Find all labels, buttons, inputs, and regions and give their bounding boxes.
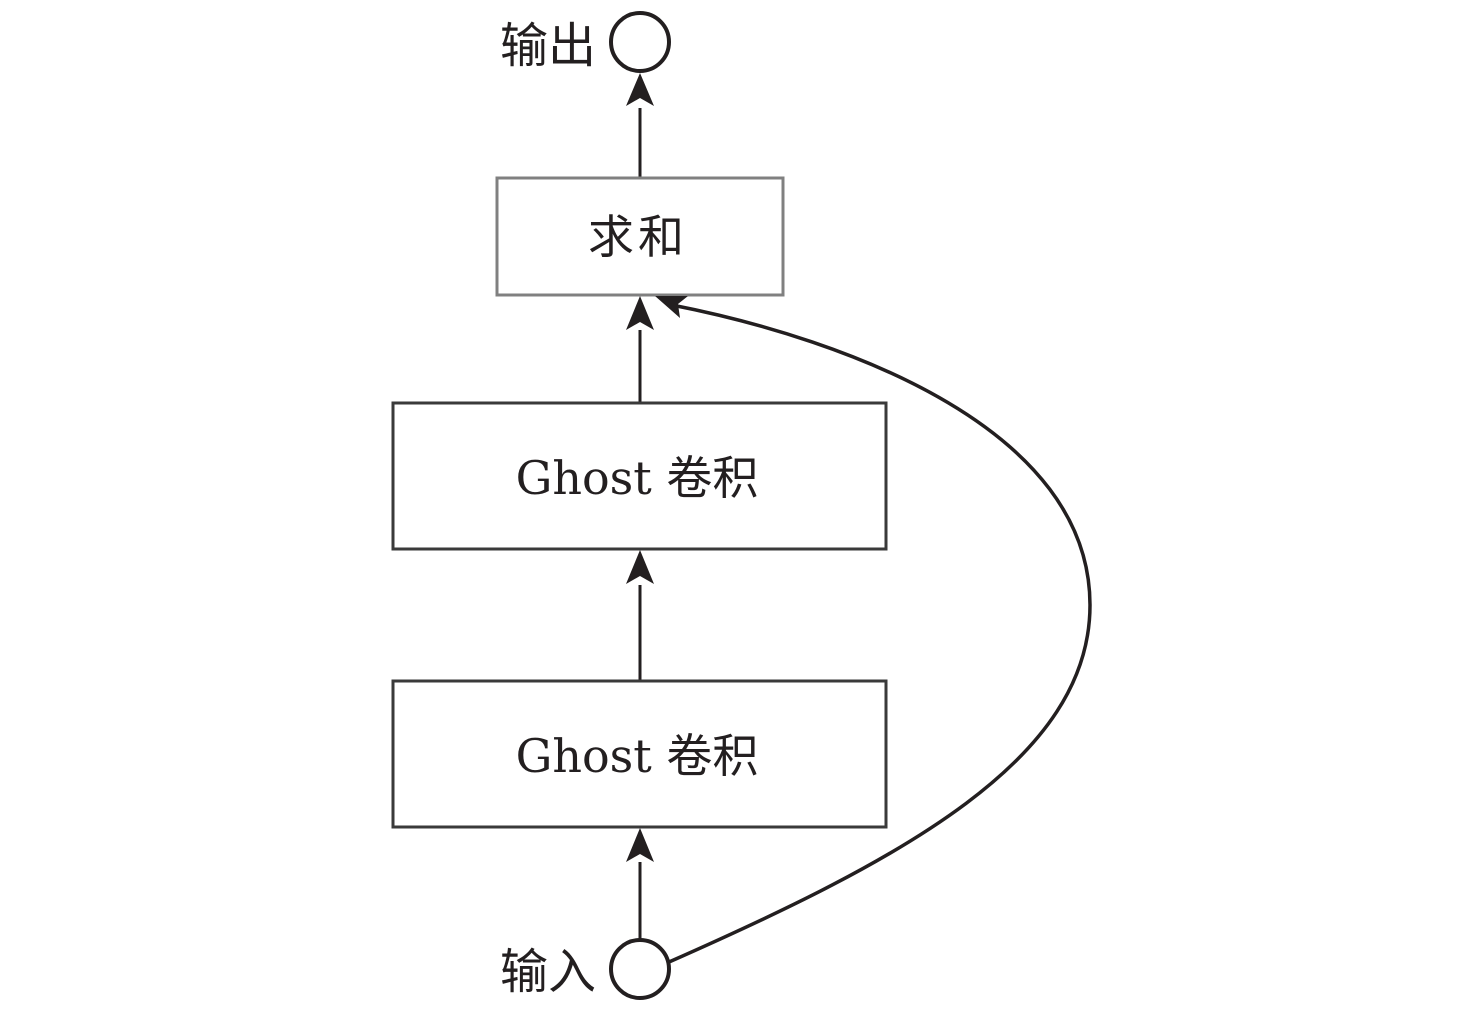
input-label: 输入 — [500, 944, 596, 1000]
ghost-conv-label-1: Ghost 卷积 — [516, 451, 759, 505]
arrow-sum-to-output — [626, 73, 654, 178]
sum-label: 求和 — [588, 210, 688, 264]
output-label: 输出 — [500, 18, 596, 74]
output-node — [609, 11, 671, 73]
sum-box — [495, 176, 785, 297]
ghost-conv-label-2: Ghost 卷积 — [516, 729, 759, 783]
arrow-ghost-conv-2-to-ghost-conv-1 — [626, 550, 654, 680]
input-node — [609, 938, 671, 1000]
ghost-conv-box-1 — [391, 401, 888, 551]
skip-connection-arrow — [655, 296, 1092, 964]
arrow-input-to-ghost-conv-2 — [626, 828, 654, 940]
ghost-conv-box-2 — [391, 679, 888, 829]
arrow-ghost-conv-1-to-sum — [626, 296, 654, 402]
